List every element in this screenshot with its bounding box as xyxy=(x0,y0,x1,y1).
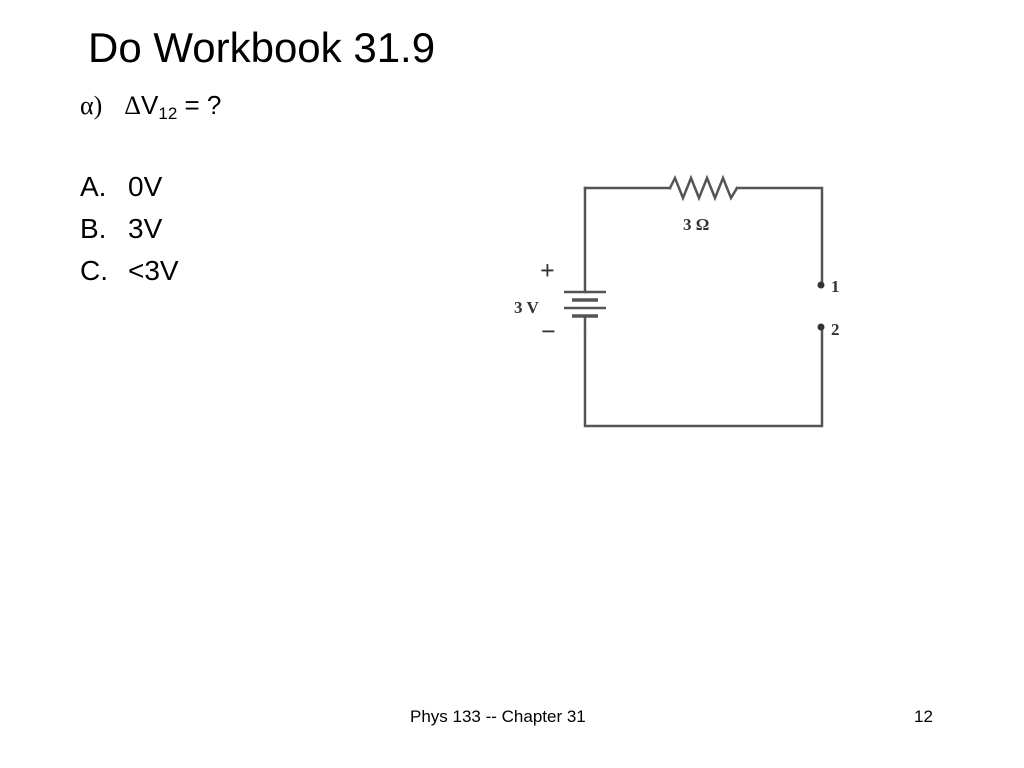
point-2-label: 2 xyxy=(831,320,840,339)
slide-footer: Phys 133 -- Chapter 31 xyxy=(410,707,586,726)
answer-option: A. 0V xyxy=(80,166,179,208)
option-letter: A. xyxy=(80,171,107,202)
terminal-point-1 xyxy=(817,281,825,289)
wire-top-right xyxy=(735,186,824,286)
answer-options: A. 0V B. 3V C. <3V xyxy=(80,166,179,292)
slide-number: 12 xyxy=(914,707,933,726)
slide-title: Do Workbook 31.9 xyxy=(88,24,436,71)
option-letter: B. xyxy=(80,213,107,244)
resistor-symbol xyxy=(668,174,739,202)
answer-option: B. 3V xyxy=(80,208,179,250)
question-rest: = ? xyxy=(177,90,222,120)
minus-sign: − xyxy=(541,317,556,346)
voltage-symbol: V xyxy=(141,90,159,120)
terminal-point-2 xyxy=(817,323,825,331)
resistor-label: 3 Ω xyxy=(683,215,709,234)
answer-option: C. <3V xyxy=(80,250,179,292)
question-line: α) ΔV12 = ? xyxy=(80,88,221,123)
delta-symbol: Δ xyxy=(124,91,142,120)
circuit-diagram: 3 Ω 3 V + − 1 2 xyxy=(514,174,840,428)
battery-symbol xyxy=(564,290,606,332)
battery-label: 3 V xyxy=(514,298,539,317)
voltage-subscript: 12 xyxy=(158,104,178,123)
wire-right-bottom xyxy=(583,326,824,428)
option-text: 0V xyxy=(128,171,163,202)
option-letter: C. xyxy=(80,255,108,286)
option-text: <3V xyxy=(128,255,179,286)
plus-sign: + xyxy=(540,256,555,285)
option-text: 3V xyxy=(128,213,163,244)
point-1-label: 1 xyxy=(831,277,840,296)
question-marker: α) xyxy=(80,91,103,120)
